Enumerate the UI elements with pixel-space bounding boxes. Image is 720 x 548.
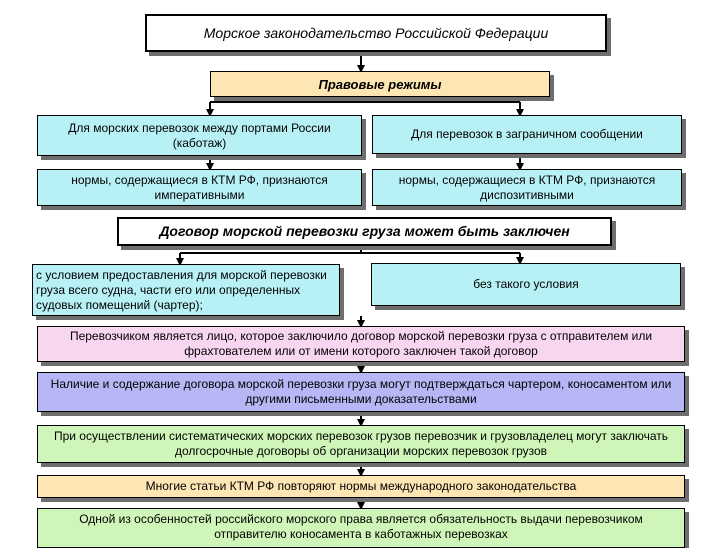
carrier-definition-box: Перевозчиком является лицо, которое закл… [37, 326, 685, 362]
evidence-text: Наличие и содержание договора морской пе… [50, 377, 672, 406]
contract-text: Договор морской перевозки груза может бы… [159, 223, 570, 239]
charter-condition-box: с условием предоставления для морской пе… [32, 264, 340, 316]
no-condition-box: без такого условия [371, 263, 681, 306]
no-condition-text: без такого условия [473, 277, 579, 291]
long-term-contracts-text: При осуществлении систематических морски… [53, 429, 669, 458]
contract-box: Договор морской перевозки груза может бы… [117, 217, 612, 246]
cabotage-box: Для морских перевозок между портами Росс… [37, 115, 362, 156]
evidence-box: Наличие и содержание договора морской пе… [37, 372, 685, 412]
international-law-box: Многие статьи КТМ РФ повторяют нормы меж… [37, 475, 685, 498]
international-law-text: Многие статьи КТМ РФ повторяют нормы меж… [145, 479, 577, 493]
charter-condition-text: с условием предоставления для морской пе… [36, 267, 327, 312]
long-term-contracts-box: При осуществлении систематических морски… [37, 425, 685, 463]
foreign-transport-text: Для перевозок в заграничном сообщении [411, 127, 643, 141]
legal-regimes-text: Правовые режимы [318, 76, 442, 92]
foreign-transport-box: Для перевозок в заграничном сообщении [372, 115, 682, 154]
title-box: Морское законодательство Российской Феде… [145, 14, 607, 52]
title-text: Морское законодательство Российской Феде… [203, 24, 549, 41]
legal-regimes-box: Правовые режимы [210, 71, 550, 97]
imperative-norms-box: нормы, содержащиеся в КТМ РФ, признаются… [37, 169, 362, 206]
cabotage-text: Для морских перевозок между портами Росс… [68, 120, 331, 150]
imperative-norms-text: нормы, содержащиеся в КТМ РФ, признаются… [71, 172, 328, 202]
dispositive-norms-box: нормы, содержащиеся в КТМ РФ, признаются… [372, 169, 682, 206]
bill-of-lading-feature-box: Одной из особенностей российского морско… [37, 508, 685, 548]
carrier-definition-text: Перевозчиком является лицо, которое закл… [69, 329, 653, 358]
dispositive-norms-text: нормы, содержащиеся в КТМ РФ, признаются… [398, 172, 656, 202]
bill-of-lading-feature-text: Одной из особенностей российского морско… [79, 512, 643, 541]
